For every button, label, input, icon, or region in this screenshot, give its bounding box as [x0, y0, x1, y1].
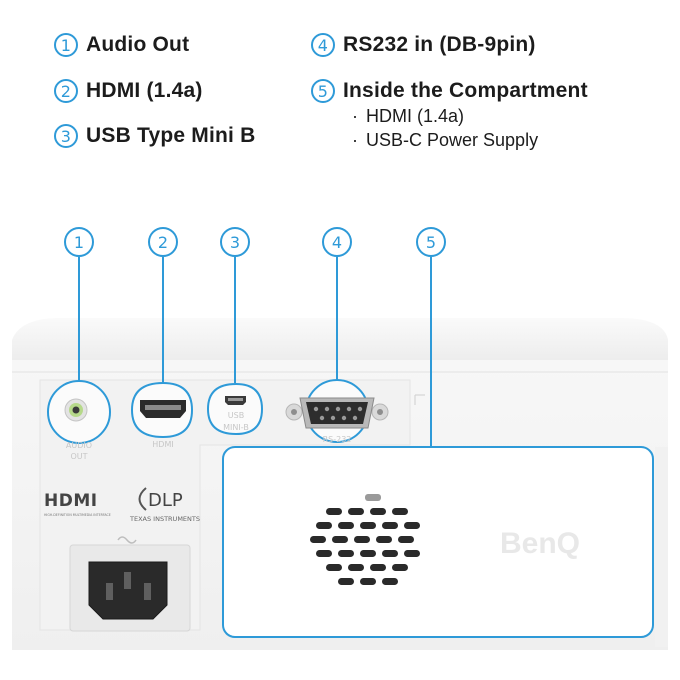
legend-sub-label-usbc: USB-C Power Supply [366, 130, 539, 150]
legend-sub-item-usbc: · USB-C Power Supply [352, 130, 538, 151]
legend-sub-item-hdmi: · HDMI (1.4a) [352, 106, 464, 127]
callout-number-3: 3 [230, 233, 240, 252]
grille-slot [376, 536, 392, 543]
grille-slot [338, 522, 354, 529]
legend-number-3: 3 [54, 124, 78, 148]
grille-slot [382, 522, 398, 529]
legend-label-audio-out: Audio Out [86, 33, 190, 56]
side-edge [655, 447, 668, 647]
dlp-logo-maker: TEXAS INSTRUMENTS [129, 515, 200, 523]
grille-slot [310, 536, 326, 543]
grille-slot [360, 522, 376, 529]
bullet-icon: · [352, 130, 358, 150]
brand-logo: BenQ [500, 527, 580, 560]
top-rim [12, 318, 668, 372]
grille-slot [332, 536, 348, 543]
callout-2: 2 [148, 227, 178, 257]
dlp-logo: DLP TEXAS INSTRUMENTS [129, 487, 200, 523]
legend-number-5: 5 [311, 79, 335, 103]
usb-mini-b-port[interactable]: USB MINI-B [206, 382, 264, 436]
grille-slot [348, 508, 364, 515]
grille-slot [404, 522, 420, 529]
usb-label-line1: USB [228, 411, 244, 420]
legend-item-rs232: 4 RS232 in (DB-9pin) [311, 33, 536, 57]
hdmi-port-label: HDMI [152, 440, 173, 449]
grille-slot [338, 578, 354, 585]
legend-item-hdmi: 2 HDMI (1.4a) [54, 79, 203, 103]
legend-label-rs232: RS232 in (DB-9pin) [343, 33, 536, 56]
hdmi-logo-text: HDMI [44, 491, 98, 511]
legend-number-4: 4 [311, 33, 335, 57]
legend-number-2: 2 [54, 79, 78, 103]
hdmi-logo-tagline: HIGH-DEFINITION MULTIMEDIA INTERFACE [44, 513, 111, 517]
speaker-grille-icon [310, 508, 420, 585]
rs232-port[interactable]: RS-232 [285, 379, 389, 444]
callout-1: 1 [64, 227, 94, 257]
inside-compartment-cover[interactable] [222, 446, 654, 638]
grille-slot [404, 550, 420, 557]
callout-number-1: 1 [74, 233, 84, 252]
usb-label-line2: MINI-B [223, 423, 249, 432]
callout-4: 4 [322, 227, 352, 257]
callout-5: 5 [416, 227, 446, 257]
bullet-icon: · [352, 106, 358, 126]
audio-label-line1: AUDIO [66, 441, 92, 450]
legend-item-compartment: 5 Inside the Compartment [311, 79, 588, 103]
power-socket-icon[interactable] [69, 544, 191, 632]
callout-number-2: 2 [158, 233, 168, 252]
dlp-logo-text: DLP [148, 490, 183, 511]
legend-sub-label-hdmi: HDMI (1.4a) [366, 106, 465, 126]
grille-slot [354, 536, 370, 543]
rs232-port-label: RS-232 [323, 435, 352, 444]
callout-3: 3 [220, 227, 250, 257]
grille-slot [392, 564, 408, 571]
grille-slot [316, 550, 332, 557]
ac-tilde-icon [117, 536, 137, 544]
grille-slot [326, 564, 342, 571]
grille-slot [382, 578, 398, 585]
hdmi-port[interactable]: HDMI [130, 381, 194, 449]
legend-label-compartment: Inside the Compartment [343, 79, 588, 102]
legend-item-usb: 3 USB Type Mini B [54, 124, 255, 148]
callout-number-5: 5 [426, 233, 436, 252]
grille-slot [370, 508, 386, 515]
grille-slot [382, 550, 398, 557]
hdmi-logo: HDMI HIGH-DEFINITION MULTIMEDIA INTERFAC… [44, 491, 111, 517]
grille-slot [370, 564, 386, 571]
grille-slot [392, 508, 408, 515]
audio-out-port[interactable]: AUDIO OUT [47, 380, 111, 461]
grille-slot [398, 536, 414, 543]
grille-slot [326, 508, 342, 515]
grille-slot [360, 578, 376, 585]
legend-number-1: 1 [54, 33, 78, 57]
grille-slot [348, 564, 364, 571]
legend-label-usb: USB Type Mini B [86, 124, 256, 147]
audio-label-line2: OUT [70, 452, 87, 461]
grille-slot [360, 550, 376, 557]
legend-label-hdmi: HDMI (1.4a) [86, 79, 203, 102]
grille-slot [338, 550, 354, 557]
grille-slot [316, 522, 332, 529]
legend-item-audio-out: 1 Audio Out [54, 33, 189, 57]
callout-number-4: 4 [332, 233, 342, 252]
